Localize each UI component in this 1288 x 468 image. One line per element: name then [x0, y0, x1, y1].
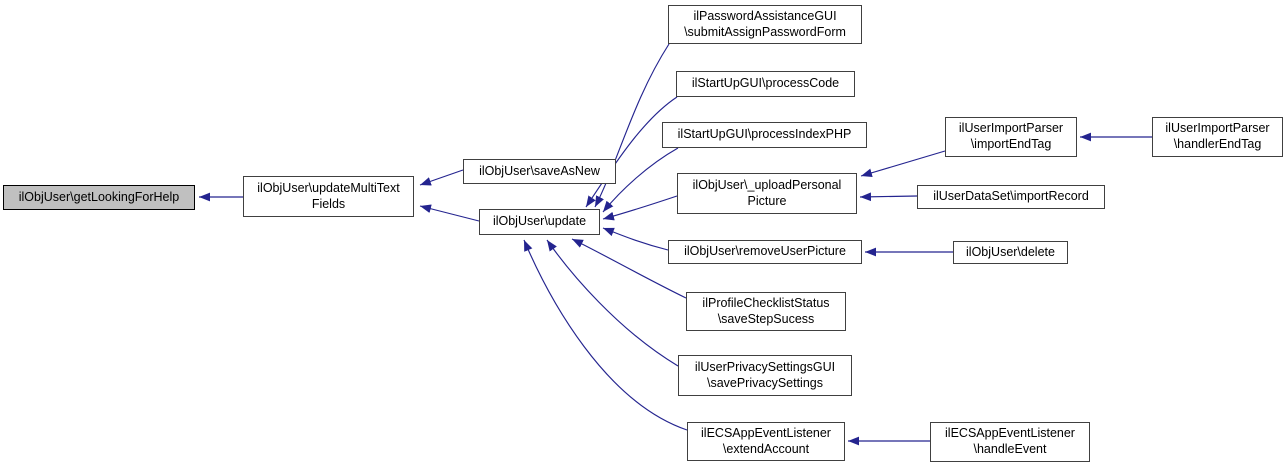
edge-saveasnew-to-updatemulti — [419, 169, 464, 186]
edge-upload-to-update — [602, 195, 678, 221]
node-extendaccount[interactable]: ilECSAppEventListener \extendAccount — [687, 422, 845, 461]
edge-savestep-to-update — [571, 238, 687, 299]
node-savestepsucess[interactable]: ilProfileChecklistStatus \saveStepSucess — [686, 292, 846, 331]
node-updatemultitextfields[interactable]: ilObjUser\updateMultiText Fields — [243, 176, 414, 217]
node-importendtag[interactable]: ilUserImportParser \importEndTag — [945, 117, 1077, 157]
node-uploadpersonalpicture[interactable]: ilObjUser\_uploadPersonal Picture — [677, 173, 857, 214]
edge-removepicture-to-update — [602, 227, 669, 251]
node-processcode[interactable]: ilStartUpGUI\processCode — [676, 71, 855, 97]
edge-saveprivacy-to-update — [546, 239, 679, 367]
edge-extendaccount-to-update — [523, 239, 688, 431]
node-saveprivacysettings[interactable]: ilUserPrivacySettingsGUI \savePrivacySet… — [678, 355, 852, 396]
node-importrecord[interactable]: ilUserDataSet\importRecord — [917, 185, 1105, 209]
node-submitassignpasswordform[interactable]: ilPasswordAssistanceGUI \submitAssignPas… — [668, 5, 862, 44]
node-processindexphp[interactable]: ilStartUpGUI\processIndexPHP — [662, 122, 867, 148]
node-removeuserpicture[interactable]: ilObjUser\removeUserPicture — [668, 240, 862, 264]
edge-processindexphp-to-update — [602, 147, 679, 213]
edge-password-to-update — [594, 43, 670, 208]
edge-update-to-updatemulti — [419, 204, 480, 222]
node-delete[interactable]: ilObjUser\delete — [953, 241, 1068, 264]
edge-processcode-to-update — [585, 96, 678, 208]
node-update[interactable]: ilObjUser\update — [479, 209, 600, 235]
node-handlerendtag[interactable]: ilUserImportParser \handlerEndTag — [1152, 117, 1283, 157]
edge-importendtag-to-upload — [860, 150, 946, 178]
node-saveasnew[interactable]: ilObjUser\saveAsNew — [463, 159, 616, 184]
edge-importrecord-to-upload — [859, 192, 918, 202]
node-getlookingforhelp: ilObjUser\getLookingForHelp — [3, 185, 195, 210]
node-handleevent[interactable]: ilECSAppEventListener \handleEvent — [930, 422, 1090, 462]
